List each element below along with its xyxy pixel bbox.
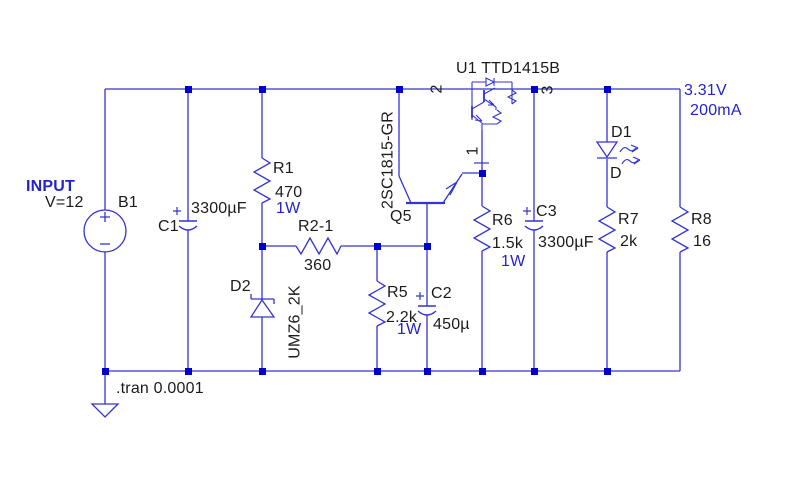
- spice-directive[interactable]: .tran 0.0001: [116, 380, 204, 397]
- c2-value-label[interactable]: 450µ: [433, 316, 470, 333]
- resistor-r7-symbol[interactable]: [597, 206, 617, 253]
- junction-dots: [102, 86, 611, 375]
- resistor-r2-symbol[interactable]: [295, 236, 342, 256]
- transistor-q5-symbol[interactable]: [398, 173, 463, 205]
- b1-name-label[interactable]: B1: [118, 194, 138, 211]
- r5-power-label[interactable]: 1W: [397, 321, 422, 338]
- r6-value-label[interactable]: 1.5k: [492, 235, 524, 252]
- c3-value-label[interactable]: 3300µF: [538, 234, 594, 251]
- net-label-3[interactable]: 3: [539, 85, 557, 95]
- r7-value-label[interactable]: 2k: [620, 233, 638, 250]
- r6-name-label[interactable]: R6: [492, 212, 513, 229]
- net-label-1[interactable]: 1: [464, 146, 482, 156]
- ground-icon[interactable]: [90, 403, 120, 418]
- d1-name-label[interactable]: D1: [611, 124, 632, 141]
- capacitor-c3-symbol[interactable]: [523, 207, 544, 231]
- r6-power-label[interactable]: 1W: [501, 253, 526, 270]
- output-voltage-annotation[interactable]: 3.31V: [684, 82, 727, 99]
- r2-value-label[interactable]: 360: [304, 257, 332, 274]
- capacitor-c2-symbol[interactable]: [416, 292, 437, 316]
- net-label-input[interactable]: INPUT: [26, 178, 75, 195]
- d2-model-label[interactable]: UMZ6_2K: [286, 285, 304, 359]
- c3-name-label[interactable]: C3: [536, 203, 557, 220]
- c1-value-label[interactable]: 3300µF: [191, 200, 247, 217]
- resistor-r8-symbol[interactable]: [670, 206, 690, 253]
- q5-name-label[interactable]: Q5: [390, 208, 412, 225]
- r7-name-label[interactable]: R7: [618, 211, 639, 228]
- resistor-r6-symbol[interactable]: [472, 205, 492, 252]
- u1-name-label[interactable]: U1 TTD1415B: [456, 60, 561, 77]
- r8-value-label[interactable]: 16: [693, 233, 712, 250]
- zener-diode-d2-symbol[interactable]: [249, 294, 276, 318]
- wire-segments[interactable]: [104, 88, 681, 404]
- r5-value-label[interactable]: 2.2k: [386, 309, 418, 326]
- r1-power-label[interactable]: 1W: [276, 200, 301, 217]
- capacitor-c1-symbol[interactable]: [173, 207, 198, 231]
- b1-value-label[interactable]: V=12: [45, 194, 84, 211]
- resistor-r1-symbol[interactable]: [252, 157, 272, 204]
- r1-name-label[interactable]: R1: [273, 160, 294, 177]
- r2-name-label[interactable]: R2-1: [298, 218, 334, 235]
- d2-name-label[interactable]: D2: [230, 278, 251, 295]
- resistor-r5-symbol[interactable]: [367, 280, 387, 327]
- c2-name-label[interactable]: C2: [431, 285, 452, 302]
- darlington-u1-symbol[interactable]: [471, 77, 518, 130]
- net-label-2[interactable]: 2: [428, 84, 446, 94]
- r8-name-label[interactable]: R8: [691, 211, 712, 228]
- r5-name-label[interactable]: R5: [387, 284, 408, 301]
- voltage-source-b1-symbol[interactable]: [83, 209, 127, 253]
- r1-value-label[interactable]: 470: [275, 184, 303, 201]
- output-current-annotation[interactable]: 200mA: [690, 102, 742, 119]
- d1-model-label[interactable]: D: [610, 165, 622, 182]
- led-d1-symbol[interactable]: [595, 141, 641, 165]
- q5-model-label[interactable]: 2SC1815-GR: [379, 110, 397, 210]
- c1-name-label[interactable]: C1: [158, 218, 179, 235]
